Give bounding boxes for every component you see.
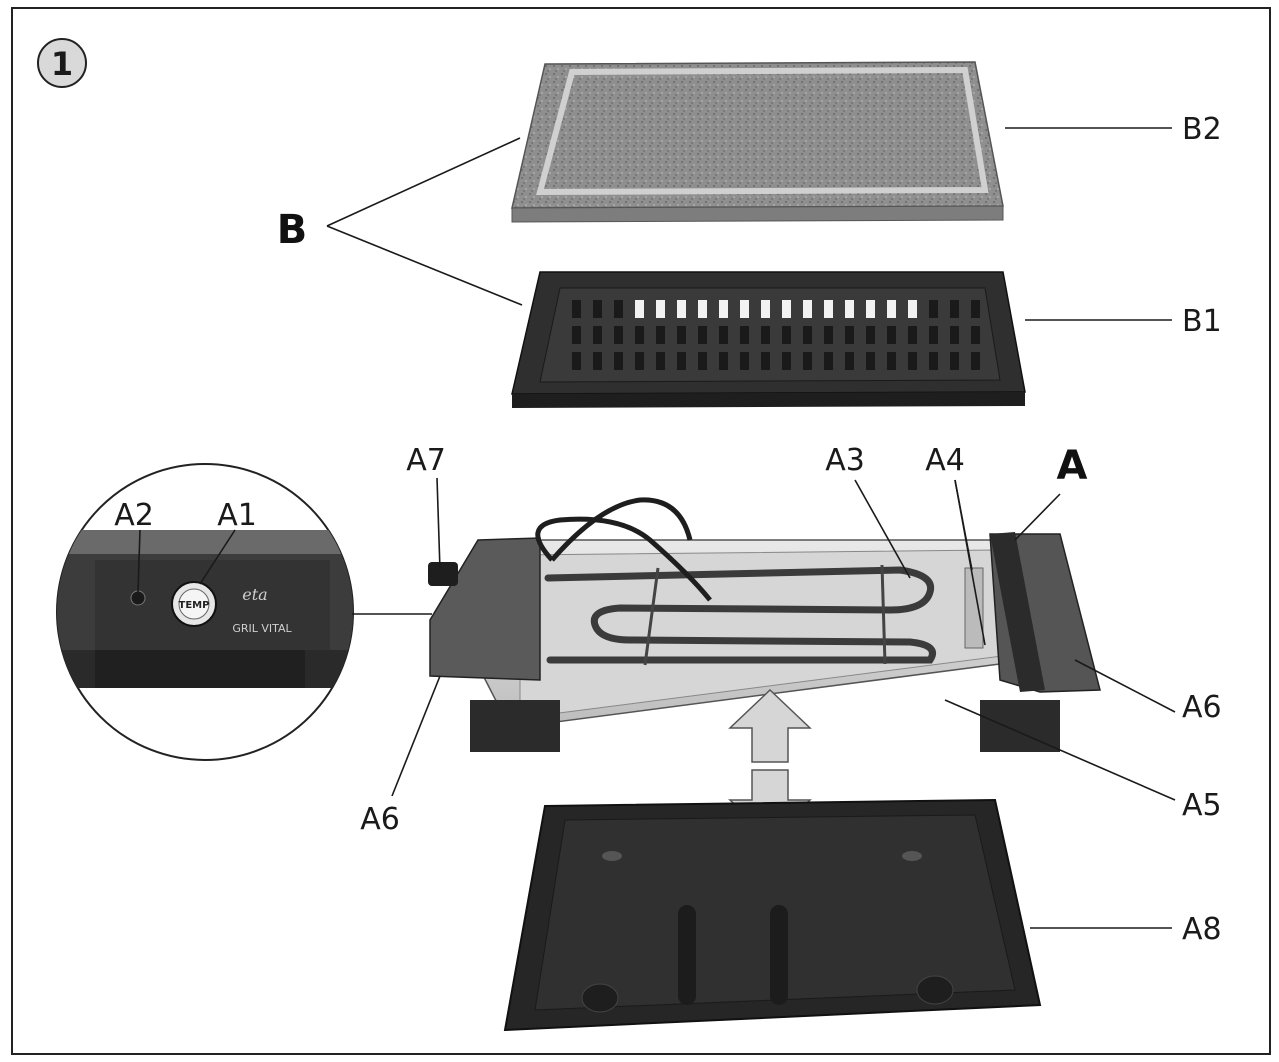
grill-slot xyxy=(971,326,980,344)
grill-slot xyxy=(824,300,833,318)
label-a6-right: A6 xyxy=(1182,690,1222,725)
grill-slot xyxy=(635,352,644,370)
grill-slot xyxy=(572,352,581,370)
grill-slot xyxy=(761,352,770,370)
grill-slot xyxy=(677,352,686,370)
grill-slot xyxy=(740,352,749,370)
grill-slot xyxy=(698,300,707,318)
label-group-b: B xyxy=(277,207,308,253)
brand-text: GRIL VITAL xyxy=(232,622,292,635)
grill-slot xyxy=(593,326,602,344)
grill-slot xyxy=(614,326,623,344)
grill-slot xyxy=(929,326,938,344)
grill-slot xyxy=(845,300,854,318)
grill-slot xyxy=(782,352,791,370)
grill-slot xyxy=(887,300,896,318)
dial-text: TEMP xyxy=(179,600,210,611)
grill-slots xyxy=(572,300,980,370)
grill-slot xyxy=(593,300,602,318)
grill-plate-b1 xyxy=(511,271,1026,408)
label-a6-left: A6 xyxy=(360,802,400,837)
leader-lines xyxy=(137,127,1176,929)
grill-slot xyxy=(908,326,917,344)
control-panel-zoom: TEMP eta GRIL VITAL xyxy=(56,463,354,761)
grill-slot xyxy=(572,326,581,344)
grill-slot xyxy=(656,352,665,370)
grill-slot xyxy=(803,326,812,344)
grill-slot xyxy=(971,352,980,370)
grill-slot xyxy=(656,326,665,344)
grill-slot xyxy=(782,300,791,318)
grill-slot xyxy=(740,326,749,344)
grill-slot xyxy=(929,300,938,318)
grill-slot xyxy=(887,352,896,370)
grill-slot xyxy=(614,300,623,318)
drip-tray-a8 xyxy=(503,798,1042,1032)
label-a4: A4 xyxy=(925,443,965,478)
grill-slot xyxy=(803,300,812,318)
grill-slot xyxy=(719,352,728,370)
grill-slot xyxy=(593,352,602,370)
grill-slot xyxy=(950,300,959,318)
grill-slot xyxy=(866,326,875,344)
grill-slot xyxy=(698,326,707,344)
label-a5: A5 xyxy=(1182,788,1222,823)
label-a3: A3 xyxy=(825,443,865,478)
step-number-badge: 1 xyxy=(37,38,87,88)
label-group-a: A xyxy=(1057,443,1088,489)
grill-slot xyxy=(950,352,959,370)
grill-slot xyxy=(887,326,896,344)
grill-slot xyxy=(635,326,644,344)
grill-slot xyxy=(803,352,812,370)
label-a2: A2 xyxy=(114,498,154,533)
grill-slot xyxy=(782,326,791,344)
grill-slot xyxy=(761,326,770,344)
grill-slot xyxy=(614,352,623,370)
grill-slot xyxy=(677,326,686,344)
heating-element xyxy=(544,566,936,664)
grill-slot xyxy=(635,300,644,318)
step-number: 1 xyxy=(51,45,73,83)
label-b2: B2 xyxy=(1182,112,1222,147)
grill-slot xyxy=(950,326,959,344)
grill-slot xyxy=(740,300,749,318)
label-b1: B1 xyxy=(1182,304,1222,339)
figure-frame xyxy=(11,7,1271,1055)
grill-slot xyxy=(929,352,938,370)
grill-slot xyxy=(698,352,707,370)
grill-slot xyxy=(824,326,833,344)
indicator-light xyxy=(130,590,146,606)
grill-slot xyxy=(761,300,770,318)
stone-plate-b2 xyxy=(511,61,1004,223)
grill-slot xyxy=(845,326,854,344)
power-cable xyxy=(535,497,712,602)
label-a1: A1 xyxy=(217,498,257,533)
grill-slot xyxy=(866,300,875,318)
base-unit-a xyxy=(428,497,1101,752)
grill-slot xyxy=(719,326,728,344)
label-a8: A8 xyxy=(1182,912,1222,947)
grill-slot xyxy=(866,352,875,370)
grill-slot xyxy=(572,300,581,318)
grill-slot xyxy=(908,300,917,318)
grill-slot xyxy=(719,300,728,318)
grill-slot xyxy=(824,352,833,370)
grill-slot xyxy=(845,352,854,370)
grill-slot xyxy=(971,300,980,318)
power-plug xyxy=(428,562,458,586)
brand-logo: eta xyxy=(242,585,267,604)
grill-slot xyxy=(656,300,665,318)
grill-slot xyxy=(677,300,686,318)
label-a7: A7 xyxy=(406,443,446,478)
grill-slot xyxy=(908,352,917,370)
